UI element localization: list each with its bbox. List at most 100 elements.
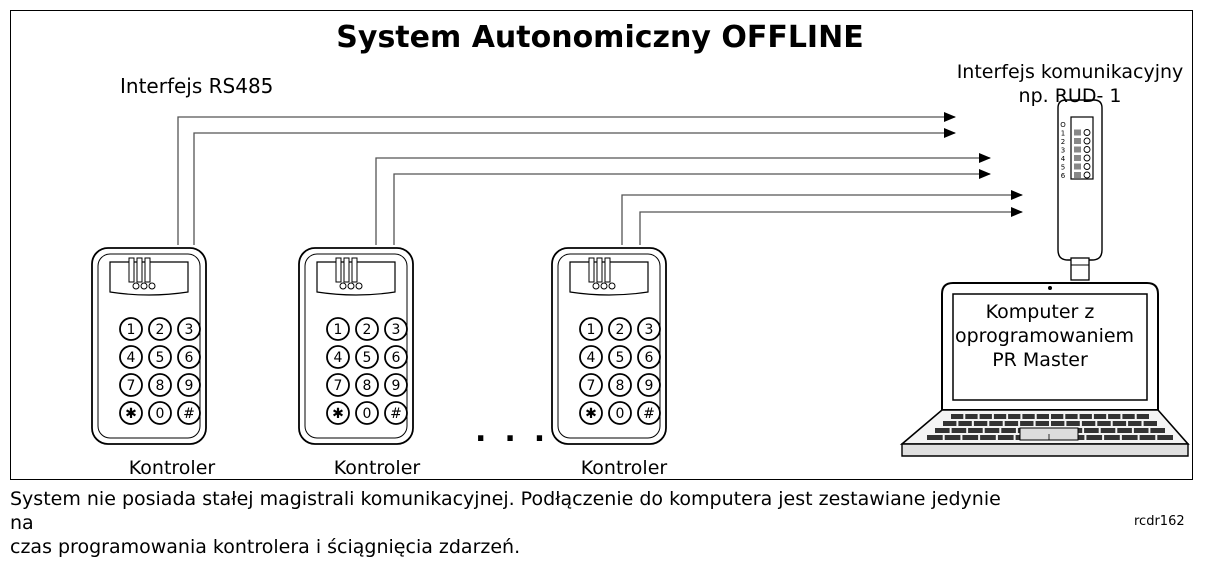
keypad-key-label: 4 — [334, 350, 343, 366]
keypad-key-label: 1 — [587, 322, 596, 338]
keypad-key-label: 3 — [185, 322, 194, 338]
keypad-key-label: 2 — [616, 322, 625, 338]
laptop-key — [951, 428, 967, 433]
controller-label-2: Kontroler — [333, 457, 421, 479]
laptop-key — [973, 421, 988, 426]
laptop-key — [1100, 428, 1116, 433]
keypad-key — [384, 401, 408, 425]
keypad-key-label: # — [643, 406, 655, 422]
keypad-key-label: # — [390, 406, 402, 422]
keypad-key — [119, 373, 143, 397]
keypad-key — [326, 373, 350, 397]
keypad-key — [119, 345, 143, 369]
laptop-key — [1104, 435, 1120, 440]
laptop-key — [968, 428, 983, 433]
laptop-key — [1117, 428, 1132, 433]
laptop-key — [1093, 414, 1107, 419]
wire-c3-b — [639, 207, 1023, 245]
laptop-key — [935, 428, 950, 433]
interface-label: Interfejs komunikacyjny np. RUD- 1 — [950, 60, 1190, 108]
laptop-key — [1051, 414, 1064, 419]
keypad-key-label: 2 — [363, 322, 372, 338]
keypad-key-label: 0 — [156, 406, 165, 422]
keypad-key-label: 6 — [185, 350, 194, 366]
laptop-key — [1097, 421, 1111, 426]
laptop-line2: oprogramowaniem — [955, 325, 1135, 347]
keypad-key — [637, 345, 661, 369]
laptop-line1: Komputer z — [985, 301, 1095, 323]
laptop-key — [951, 414, 964, 419]
led-indicator — [347, 282, 355, 290]
keypad-key-label: 4 — [127, 350, 136, 366]
laptop-key — [1066, 421, 1080, 426]
laptop-key — [1004, 421, 1019, 426]
led-indicator — [592, 282, 600, 290]
led-indicator — [140, 282, 148, 290]
wire-c2-a — [375, 153, 991, 245]
keypad-key — [608, 373, 632, 397]
terminal-screw — [1083, 154, 1091, 162]
keypad-key-label: ✱ — [125, 406, 137, 422]
keypad-key — [177, 401, 201, 425]
wire-c3-a — [621, 190, 1023, 245]
terminal-label: 5 — [1061, 164, 1065, 172]
keypad-key-label: ✱ — [585, 406, 597, 422]
laptop-key — [965, 414, 978, 419]
keypad-key — [148, 317, 172, 341]
laptop-key — [1122, 414, 1135, 419]
laptop-key — [1036, 414, 1049, 419]
keypad-key-label: 5 — [363, 350, 372, 366]
laptop-key — [997, 435, 1014, 440]
keypad-key — [119, 401, 143, 425]
figure-code: rcdr162 — [1134, 514, 1185, 529]
keypad-key — [579, 317, 603, 341]
keypad-key-label: 9 — [185, 378, 194, 394]
laptop-key — [1001, 428, 1016, 433]
keypad-key-label: 5 — [156, 350, 165, 366]
keypad-key-label: 8 — [156, 378, 165, 394]
keypad-key-label: 9 — [392, 378, 401, 394]
keypad-key-label: 0 — [363, 406, 372, 422]
keypad-key-label: 7 — [334, 378, 343, 394]
keypad-key-label: 7 — [587, 378, 596, 394]
keypad-key — [384, 373, 408, 397]
laptop-key — [1079, 414, 1092, 419]
led-indicator — [600, 282, 608, 290]
keypad-key-label: ✱ — [332, 406, 344, 422]
terminal-label: 1 — [1061, 130, 1065, 138]
keypad-key — [608, 345, 632, 369]
rs485-label: Interfejs RS485 — [120, 74, 274, 98]
laptop-key — [1081, 421, 1096, 426]
wire-c2-b — [393, 169, 991, 245]
keypad-key — [384, 345, 408, 369]
laptop-key — [1139, 435, 1156, 440]
ellipsis: ... — [475, 414, 564, 449]
led-indicator — [132, 282, 140, 290]
led-indicator — [355, 282, 363, 290]
laptop-key — [989, 421, 1003, 426]
keypad-key — [637, 401, 661, 425]
laptop-key — [1136, 414, 1149, 419]
footer-line2: czas programowania kontrolera i ściągnię… — [10, 536, 521, 558]
keypad-key — [637, 317, 661, 341]
laptop-key — [1133, 428, 1149, 433]
keypad-key-label: 8 — [363, 378, 372, 394]
laptop-key — [1065, 414, 1078, 419]
keypad-key-label: 2 — [156, 322, 165, 338]
laptop-key — [962, 435, 979, 440]
laptop-key — [1128, 421, 1142, 426]
interface-label-line1: Interfejs komunikacyjny — [956, 61, 1184, 83]
laptop-key — [1121, 435, 1138, 440]
keypad-key — [579, 345, 603, 369]
keypad-key — [355, 345, 379, 369]
laptop-key — [979, 414, 992, 419]
keypad-key — [177, 373, 201, 397]
keypad-key — [326, 345, 350, 369]
diagram-frame — [10, 10, 1193, 480]
terminal-label: 3 — [1061, 147, 1065, 155]
laptop-key — [1108, 414, 1121, 419]
laptop-key — [1020, 421, 1034, 426]
